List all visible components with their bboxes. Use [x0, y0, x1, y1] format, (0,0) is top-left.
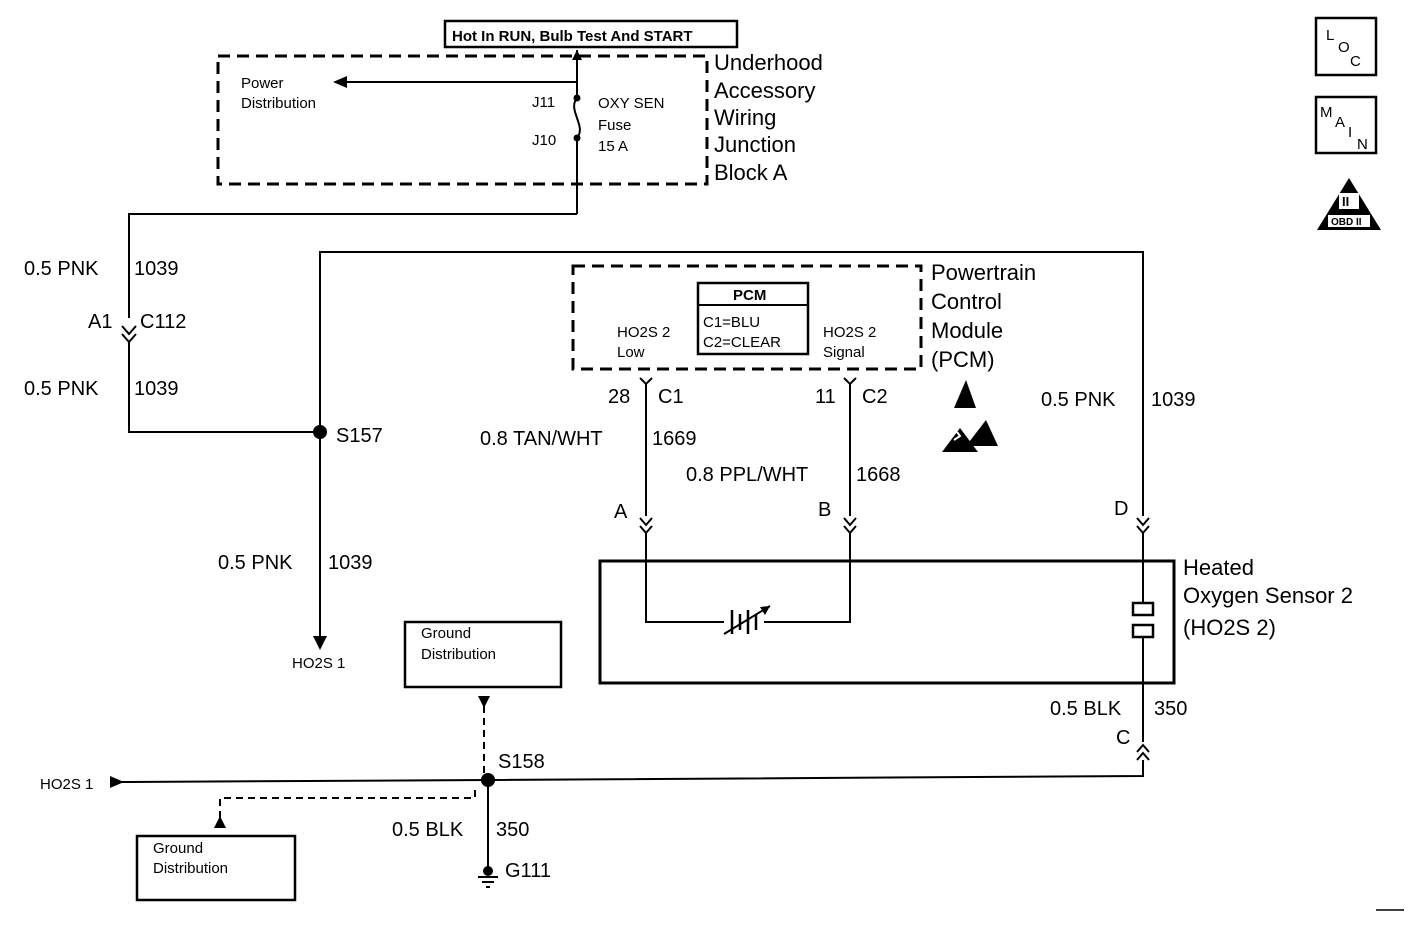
blk-wire-num: 350	[1154, 698, 1187, 720]
pcm-box-line-2: C2=CLEAR	[703, 334, 781, 351]
dest-ho2s1: HO2S 1	[292, 655, 345, 672]
splice-s158-dot	[481, 773, 495, 787]
ho2s2-signal-label-2: Signal	[823, 344, 865, 361]
fuse-label-1: OXY SEN	[598, 95, 664, 112]
connector-pin-a1: A1	[88, 311, 112, 333]
wire2-num: 1039	[134, 378, 179, 400]
connector-c112: C112	[140, 311, 186, 333]
right-wire-size: 0.5 PNK	[1041, 389, 1116, 411]
svg-text:A: A	[1335, 114, 1345, 131]
svg-text:C: C	[1350, 53, 1361, 70]
svg-text:OBD II: OBD II	[1331, 217, 1362, 228]
svg-text:Wiring: Wiring	[714, 105, 776, 130]
wire1-size: 0.5 PNK	[24, 258, 99, 280]
splice-s157-dot	[313, 425, 327, 439]
oxygen-sensor-name: Heated Oxygen Sensor 2 (HO2S 2)	[1183, 555, 1353, 640]
pcm-box-line-1: C1=BLU	[703, 314, 760, 331]
wire3-size: 0.5 PNK	[218, 552, 293, 574]
svg-text:M: M	[1320, 104, 1333, 121]
pin-28: 28	[608, 386, 630, 408]
ground-g111: G111	[505, 860, 551, 882]
terminal-j11: J11	[532, 94, 555, 111]
esd-warning-icon	[942, 380, 998, 452]
fuse-symbol	[333, 50, 582, 214]
oxygen-sensor	[598, 559, 1176, 685]
pcm-sensor-labels: 28 C1 11 C2 0.8 TAN/WHT 1669 0.8 PPL/WHT…	[480, 386, 1196, 523]
pcm-name: Powertrain Control Module (PCM)	[931, 260, 1036, 372]
svg-text:(HO2S 2): (HO2S 2)	[1183, 615, 1276, 640]
pcm-box-title: PCM	[733, 287, 766, 304]
sensor-pin-c: C	[1116, 727, 1130, 749]
fuse-label-2: Fuse	[598, 117, 631, 134]
tan-wire-num: 1669	[652, 428, 697, 450]
wire1-num: 1039	[134, 258, 179, 280]
ground-circuit-labels: 0.5 BLK 350 C S158 HO2S 1 0.5 BLK 350 G1…	[40, 698, 1187, 882]
ppl-wire-num: 1668	[856, 464, 901, 486]
svg-text:L: L	[1326, 27, 1334, 44]
main-icon[interactable]: M A I N	[1314, 95, 1378, 155]
svg-text:II: II	[1342, 194, 1349, 209]
ho2s2-signal-label-1: HO2S 2	[823, 324, 876, 341]
svg-text:Block A: Block A	[714, 160, 788, 185]
junction-block-name: Underhood Accessory Wiring Junction Bloc…	[714, 50, 823, 185]
junction-block: Power Distribution J11 J10 OXY SEN Fuse …	[216, 54, 709, 186]
splice-s157-label: S157	[336, 425, 383, 447]
tan-wire-size: 0.8 TAN/WHT	[480, 428, 603, 450]
wire3-num: 1039	[328, 552, 373, 574]
ppl-wire-size: 0.8 PPL/WHT	[686, 464, 808, 486]
ground-circuit-wires	[110, 683, 1150, 868]
ground-distribution-bottom: Ground Distribution	[135, 834, 297, 902]
loc-icon[interactable]: L O C	[1314, 16, 1378, 77]
svg-text:Powertrain: Powertrain	[931, 260, 1036, 285]
svg-text:I: I	[1348, 124, 1352, 141]
power-distribution-label-2: Distribution	[241, 95, 316, 112]
svg-text:Accessory: Accessory	[714, 78, 815, 103]
pin-11: 11	[815, 386, 836, 408]
sensor-pin-a: A	[614, 501, 628, 523]
svg-text:Heated: Heated	[1183, 555, 1254, 580]
pcm-module: PCM C1=BLU C2=CLEAR HO2S 2 Low HO2S 2 Si…	[571, 264, 923, 371]
connector-c2: C2	[862, 386, 888, 408]
splice-s158-label: S158	[498, 751, 545, 773]
obd-ii-icon[interactable]: II OBD II	[1317, 178, 1381, 230]
pcm-sensor-wires	[639, 377, 1150, 622]
power-note-text: Hot In RUN, Bulb Test And START	[452, 28, 693, 45]
gnd-wire-size: 0.5 BLK	[392, 819, 464, 841]
svg-text:Ground: Ground	[153, 840, 203, 857]
svg-text:(PCM): (PCM)	[931, 347, 995, 372]
svg-text:Oxygen Sensor 2: Oxygen Sensor 2	[1183, 583, 1353, 608]
sensor-pin-d: D	[1114, 498, 1128, 520]
fuse-label-3: 15 A	[598, 138, 628, 155]
blk-wire-size: 0.5 BLK	[1050, 698, 1122, 720]
svg-text:Underhood: Underhood	[714, 50, 823, 75]
wire2-size: 0.5 PNK	[24, 378, 99, 400]
right-wire-num: 1039	[1151, 389, 1196, 411]
svg-text:Control: Control	[931, 289, 1002, 314]
svg-text:Junction: Junction	[714, 132, 796, 157]
power-distribution-label-1: Power	[241, 75, 284, 92]
svg-text:N: N	[1357, 136, 1368, 153]
svg-text:Distribution: Distribution	[421, 646, 496, 663]
terminal-j10: J10	[532, 132, 556, 149]
ho2s2-low-label-1: HO2S 2	[617, 324, 670, 341]
sensor-pin-b: B	[818, 499, 831, 521]
power-note: Hot In RUN, Bulb Test And START	[443, 19, 739, 49]
svg-text:Module: Module	[931, 318, 1003, 343]
gnd-wire-num: 350	[496, 819, 529, 841]
left-circuit-labels: 0.5 PNK 1039 A1 C112 0.5 PNK 1039 S157 0…	[24, 258, 383, 672]
left-circuit-wires	[121, 213, 1144, 650]
ground-distribution-top: Ground Distribution	[403, 620, 563, 689]
source-ho2s1: HO2S 1	[40, 776, 93, 793]
svg-text:O: O	[1338, 39, 1350, 56]
ground-symbol-icon	[478, 866, 498, 888]
svg-text:Distribution: Distribution	[153, 860, 228, 877]
connector-c1: C1	[658, 386, 684, 408]
svg-text:Ground: Ground	[421, 625, 471, 642]
ho2s2-low-label-2: Low	[617, 344, 645, 361]
